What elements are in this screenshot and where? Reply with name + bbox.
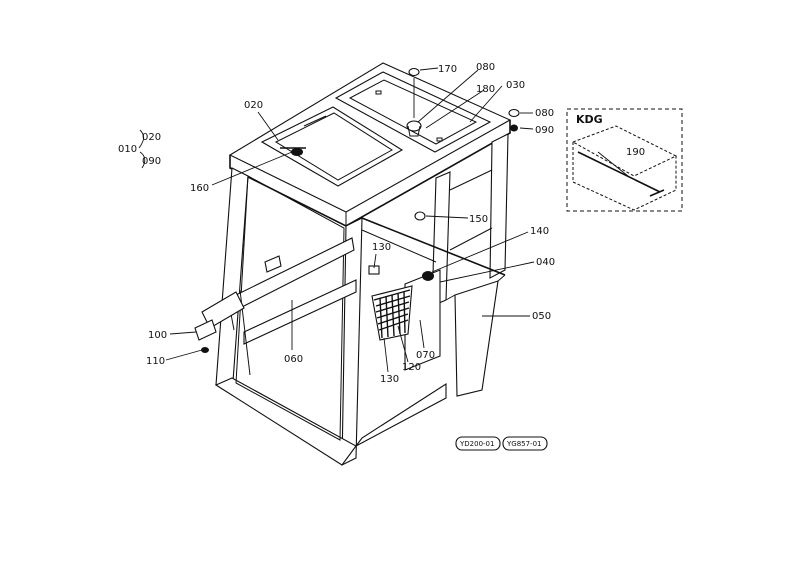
label-130-upper: 130 — [372, 242, 391, 253]
cabin-roof — [228, 62, 512, 227]
label-030: 030 — [506, 80, 525, 91]
label-140: 140 — [530, 226, 549, 237]
label-010: 010 — [118, 144, 137, 155]
label-090-right: 090 — [535, 125, 554, 136]
label-120: 120 — [402, 362, 421, 373]
side-bracket-parts — [194, 319, 217, 353]
part-labels: 170 080 180 030 080 090 020 010 020 090 … — [118, 62, 555, 385]
ref-code-left: YD200-01 — [459, 440, 494, 448]
box-and-basket — [368, 211, 441, 371]
kdg-inset-title: KDG — [576, 113, 603, 126]
label-170: 170 — [438, 64, 457, 75]
label-080-right: 080 — [535, 108, 554, 119]
kdg-inset: KDG 190 — [566, 108, 683, 212]
label-150: 150 — [469, 214, 488, 225]
label-160: 160 — [190, 183, 209, 194]
label-090-group: 090 — [142, 156, 161, 167]
label-130-lower: 130 — [380, 374, 399, 385]
leader-lines — [138, 67, 629, 373]
label-100: 100 — [148, 330, 167, 341]
label-020-group: 020 — [142, 132, 161, 143]
label-080-top: 080 — [476, 62, 495, 73]
label-180: 180 — [476, 84, 495, 95]
label-040: 040 — [536, 257, 555, 268]
label-060: 060 — [284, 354, 303, 365]
washer-stack — [508, 108, 520, 132]
label-190: 190 — [626, 147, 645, 158]
label-020: 020 — [244, 100, 263, 111]
rear-panel — [445, 274, 506, 397]
label-110: 110 — [146, 356, 165, 367]
label-070: 070 — [416, 350, 435, 361]
ref-code-right: YG857-01 — [506, 440, 542, 448]
reference-codes: YD200-01 YG857-01 — [455, 436, 548, 451]
label-050: 050 — [532, 311, 551, 322]
